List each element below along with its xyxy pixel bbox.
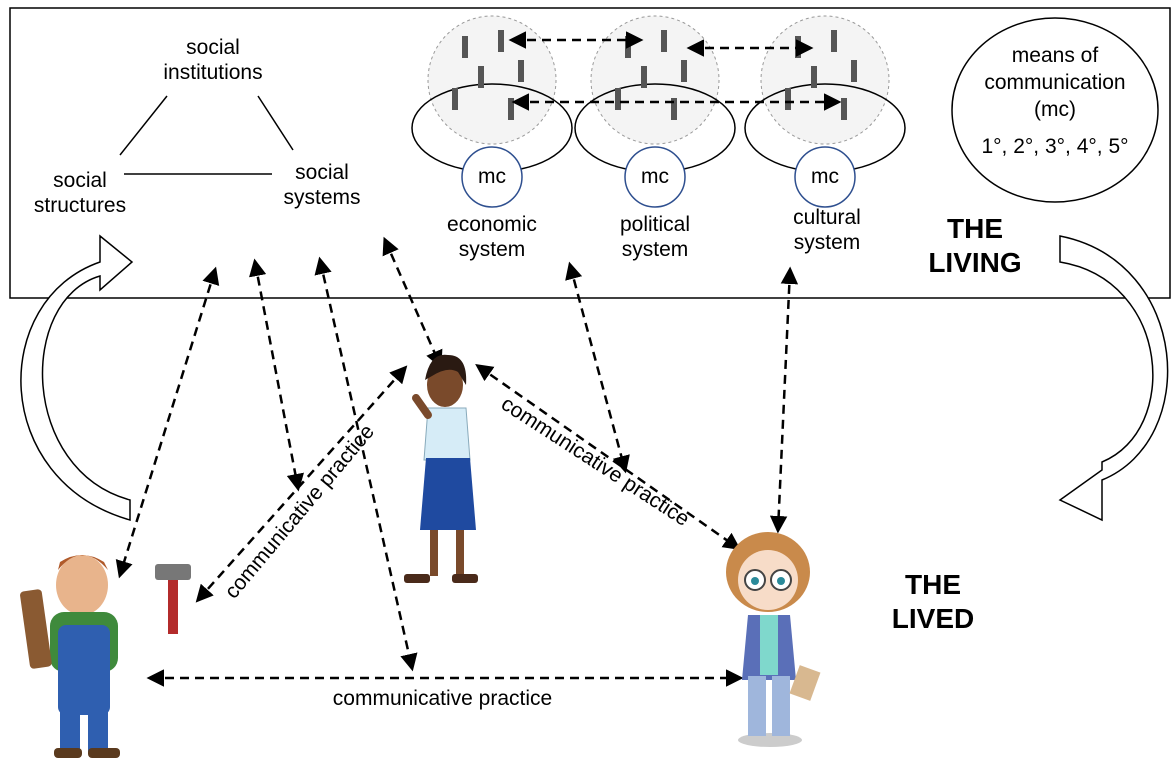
mc-hub-economic — [461, 146, 523, 208]
means-of-communication-ellipse — [951, 17, 1159, 203]
businesswoman-figure — [404, 354, 478, 583]
social-structures-label: social structures — [33, 169, 127, 217]
mc-label-cultural: mc — [811, 165, 839, 188]
political-system-label: political system — [619, 213, 691, 261]
girl-figure — [726, 532, 821, 747]
worker-figure — [20, 555, 191, 758]
inter-system-arrows — [508, 31, 842, 111]
social-institutions-label: social institutions — [163, 36, 263, 84]
communicative-practice-arrows — [146, 363, 744, 687]
social-systems-label: social systems — [283, 161, 361, 209]
cultural-system-label: cultural system — [793, 206, 861, 254]
mc-hub-cultural — [794, 146, 856, 208]
outline-arrow-left — [20, 234, 134, 521]
economic-system-label: economic system — [447, 213, 537, 261]
mc-label-political: mc — [641, 165, 669, 188]
outline-arrow-right — [1058, 235, 1169, 522]
the-lived-label: THE LIVED — [891, 569, 975, 634]
mc-label-economic: mc — [478, 165, 506, 188]
communicative-practice-label-bottom: communicative practice — [332, 687, 553, 710]
the-living-label: THE LIVING — [928, 213, 1022, 278]
means-of-communication-label: means of communication (mc) 1°, 2°, 3°, … — [981, 44, 1129, 158]
mc-hub-political — [624, 146, 686, 208]
triangle-lines — [119, 95, 294, 175]
